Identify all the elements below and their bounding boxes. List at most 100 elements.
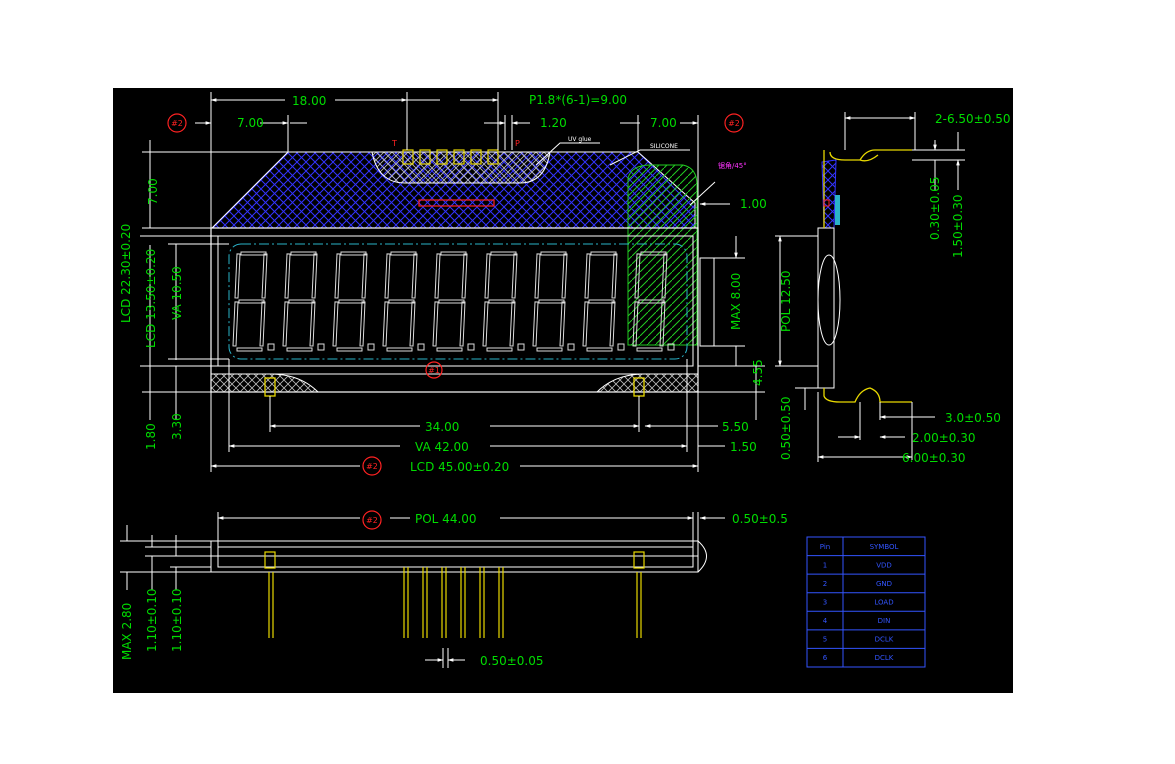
digit [482,251,525,352]
pol-outline [217,235,694,367]
digit-segment [584,253,591,299]
viewing-area [228,243,688,360]
bottom-body-inner [217,546,694,568]
digit-segment [511,253,518,299]
mark-t: T [391,139,397,148]
pin-table-pin-cell: 6 [823,654,828,662]
dim-455: 4.55 [751,359,765,386]
digit-segment [388,299,415,304]
decimal-point [667,343,675,351]
note-silicone: SILICONE [650,143,678,150]
digit-segment [640,251,667,256]
marker-label-5: #2 [366,516,378,525]
digit-segment [490,251,517,256]
front-view: #2 #2 #1 #2 #2 T P [167,113,744,530]
pin-table-pin-cell: 3 [823,599,827,607]
dim-top-7-right: 7.00 [650,116,677,130]
dim-left-330: 3.30 [170,413,184,440]
dim-pol-4400: POL 44.00 [415,512,477,526]
digit-segment [440,251,467,256]
digit-segment [632,301,639,347]
digit-segment [438,299,465,304]
dim-max-800: MAX 8.00 [729,273,743,330]
side-polarizer [817,254,841,346]
dim-lcd-2230: LCD 22.30±0.20 [119,224,133,323]
dim-left-180: 1.80 [144,423,158,450]
digit-segment [232,301,239,347]
digit-segment [332,301,339,347]
pin-table-pin-cell: 1 [823,561,827,569]
digit-segment [286,347,313,352]
pin-table-symbol-cell: DCLK [875,654,894,662]
dim-550: 5.50 [722,420,749,434]
dim-lcd-4500: LCD 45.00±0.20 [410,460,509,474]
dim-top-pitch: P1.8*(6-1)=9.00 [529,93,627,107]
pin-table-symbol-cell: GND [876,580,892,588]
digit-segment [540,251,567,256]
decimal-point [617,343,625,351]
dim-left-700: 7.00 [146,178,160,205]
digit-segment [288,299,315,304]
dim-side-650: 2-6.50±0.50 [935,112,1010,126]
digit-segment [311,253,318,299]
digit-segment [436,347,463,352]
pin-table-header-pin: Pin [820,543,830,551]
bottom-view [120,512,725,668]
side-pin-bottom [823,387,912,403]
digit-segment [611,253,618,299]
digit-segment [409,301,416,347]
decimal-point [417,343,425,351]
digit-segment [382,301,389,347]
digit-segment [334,253,341,299]
seven-segment-digits [232,251,675,352]
digit-segment [336,347,363,352]
digit-segment [338,299,365,304]
digit-segment [636,347,663,352]
pin-table-header-symbol: SYMBOL [870,543,899,551]
pin-table-pin-cell: 4 [823,617,828,625]
digit-segment [482,301,489,347]
digit-segment [309,301,316,347]
digit-segment [532,301,539,347]
pin-pads [402,149,499,165]
digit-segment [609,301,616,347]
decimal-point [517,343,525,351]
dimension-lines [140,92,765,472]
pin-table-symbol-cell: DIN [878,617,891,625]
digit-segment [509,301,516,347]
digit-segment [240,251,267,256]
digit-segment [534,253,541,299]
dimension-labels: P1.8*(6-1)=9.00 18.00 7.00 7.00 1.20 UV … [119,93,1010,668]
pin-table-symbol-cell: VDD [876,561,892,569]
digit-segment [588,299,615,304]
pin-table-symbol-cell: LOAD [874,599,893,607]
decimal-point [267,343,275,351]
digit-segment [386,347,413,352]
dim-side-030: 0.30±0.05 [928,177,942,241]
digit-segment [359,301,366,347]
digit-segment [459,301,466,347]
digit-segment [659,301,666,347]
marker-label-3: #1 [428,366,440,375]
digit-segment [290,251,317,256]
digit-segment [234,253,241,299]
connector-cutout [371,151,551,184]
digit-segment [261,253,268,299]
dim-lcd-1350: LCD 13.50±0.20 [144,249,158,348]
dim-va-1050: VA 10.50 [170,266,184,320]
digit [632,251,675,352]
dim-pol-1250: POL 12.50 [779,270,793,332]
digit-segment [586,347,613,352]
dim-side-600: 6.00±0.30 [902,451,966,465]
glue-bar [418,199,495,207]
digit-segment [284,253,291,299]
digit-segment [238,299,265,304]
decimal-point [567,343,575,351]
digit-segment [559,301,566,347]
dim-pin-span-3400: 34.00 [425,420,459,434]
digit-segment [390,251,417,256]
dim-max-280: MAX 2.80 [120,603,134,660]
digit [232,251,275,352]
digit [332,251,375,352]
